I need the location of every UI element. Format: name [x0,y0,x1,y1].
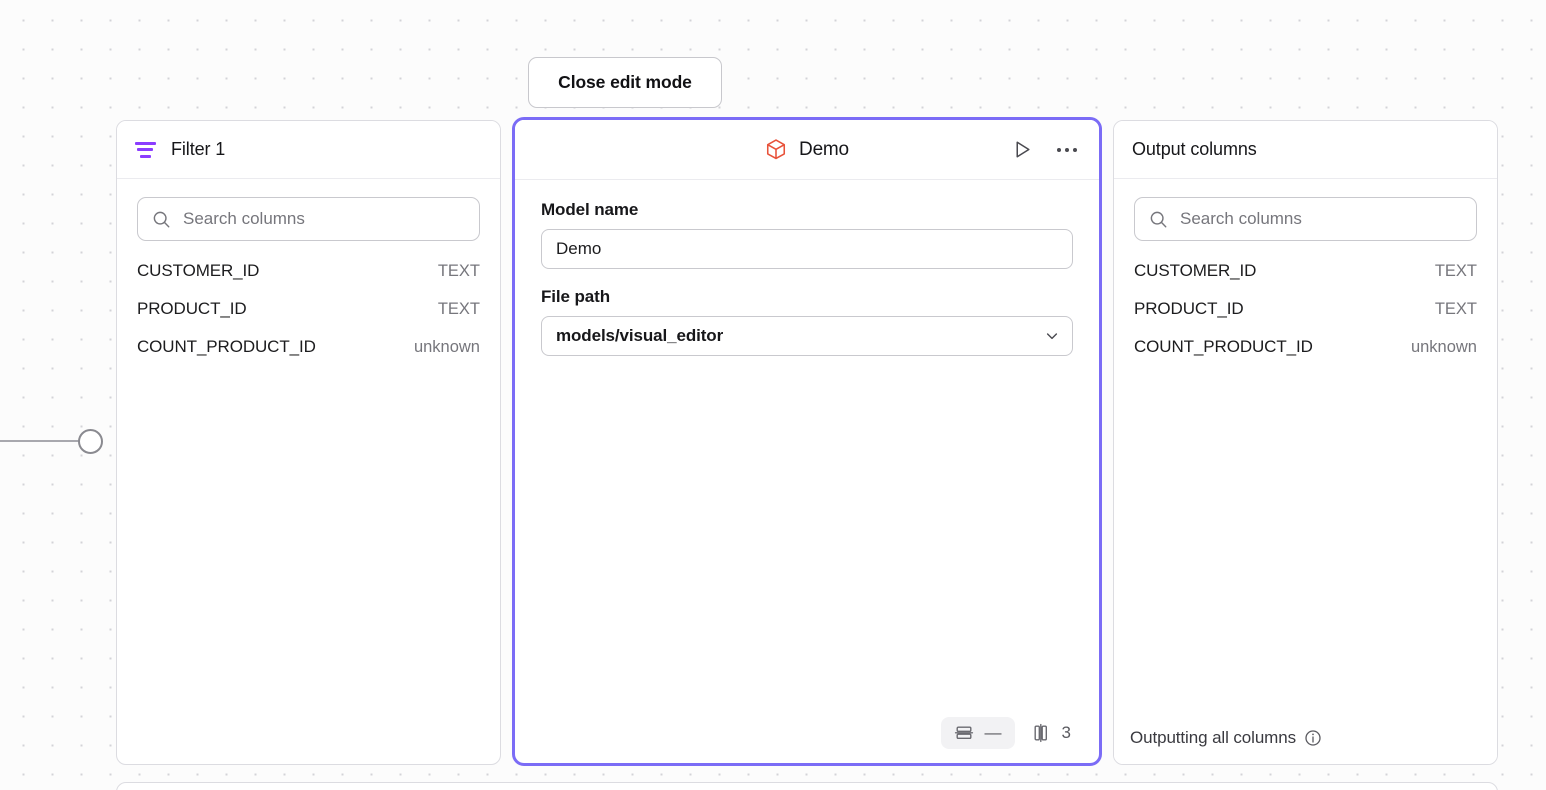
file-path-value: models/visual_editor [556,326,724,345]
row-count-stat[interactable]: — [940,717,1015,749]
column-type: TEXT [437,300,480,318]
model-name-label: Model name [541,200,639,219]
file-path-label: File path [541,287,610,306]
columns-icon [1031,723,1051,743]
output-status-text: Outputting all columns [1130,728,1296,747]
table-row[interactable]: CUSTOMER_ID TEXT [1134,261,1477,299]
run-button[interactable] [1008,135,1037,164]
model-stats-bar: — 3 [940,717,1081,749]
rows-icon [954,723,974,743]
filter-search-wrap [117,179,500,247]
table-row[interactable]: COUNT_PRODUCT_ID unknown [137,337,480,375]
model-panel-header: Demo [515,120,1099,180]
output-search-wrap [1114,179,1497,247]
column-name: PRODUCT_ID [1134,299,1244,318]
filter-panel-header: Filter 1 [117,121,500,179]
more-options-button[interactable] [1051,140,1083,160]
column-name: CUSTOMER_ID [137,261,260,280]
filter-column-list: CUSTOMER_ID TEXT PRODUCT_ID TEXT COUNT_P… [117,247,500,375]
output-panel-title: Output columns [1132,139,1257,159]
model-header-actions [1008,120,1083,179]
column-count-value: 3 [1061,723,1071,742]
info-icon[interactable] [1304,729,1322,747]
search-icon [1149,210,1168,229]
filter-icon [135,141,156,158]
table-row[interactable]: CUSTOMER_ID TEXT [137,261,480,299]
column-name: CUSTOMER_ID [1134,261,1257,280]
model-name-input[interactable] [541,229,1073,269]
output-panel-footer: Outputting all columns [1114,712,1497,764]
offscreen-panel-peek[interactable] [116,782,1498,790]
filter-search-box[interactable] [137,197,480,241]
table-row[interactable]: COUNT_PRODUCT_ID unknown [1134,337,1477,375]
filter-search-input[interactable] [183,209,465,229]
output-columns-panel[interactable]: Output columns CUSTOMER_ID TEXT PRODUCT_… [1113,120,1498,765]
column-count-stat[interactable]: 3 [1021,717,1081,749]
model-node-panel[interactable]: Demo Model name File path models/visual_… [512,117,1102,766]
filter-node-panel[interactable]: Filter 1 CUSTOMER_ID TEXT PRODUCT_ID TEX… [116,120,501,765]
close-edit-mode-button[interactable]: Close edit mode [528,57,722,108]
column-name: COUNT_PRODUCT_ID [137,337,316,356]
output-search-input[interactable] [1180,209,1462,229]
search-icon [152,210,171,229]
output-column-list: CUSTOMER_ID TEXT PRODUCT_ID TEXT COUNT_P… [1114,247,1497,375]
column-name: COUNT_PRODUCT_ID [1134,337,1313,356]
chevron-down-icon [1044,328,1060,344]
column-type: TEXT [1434,300,1477,318]
table-row[interactable]: PRODUCT_ID TEXT [137,299,480,337]
model-panel-body: Model name File path models/visual_edito… [515,180,1099,356]
connector-handle[interactable] [78,429,103,454]
column-type: TEXT [1434,262,1477,280]
column-type: unknown [1410,338,1477,356]
column-type: TEXT [437,262,480,280]
ellipsis-icon [1055,144,1079,156]
column-type: unknown [413,338,480,356]
table-row[interactable]: PRODUCT_ID TEXT [1134,299,1477,337]
filter-panel-title: Filter 1 [171,139,226,159]
connector-wire [0,440,82,442]
cube-icon [765,138,787,161]
column-name: PRODUCT_ID [137,299,247,318]
output-search-box[interactable] [1134,197,1477,241]
file-path-select[interactable]: models/visual_editor [541,316,1073,356]
output-panel-header: Output columns [1114,121,1497,179]
row-count-value: — [984,723,1002,742]
model-panel-title: Demo [799,138,849,160]
